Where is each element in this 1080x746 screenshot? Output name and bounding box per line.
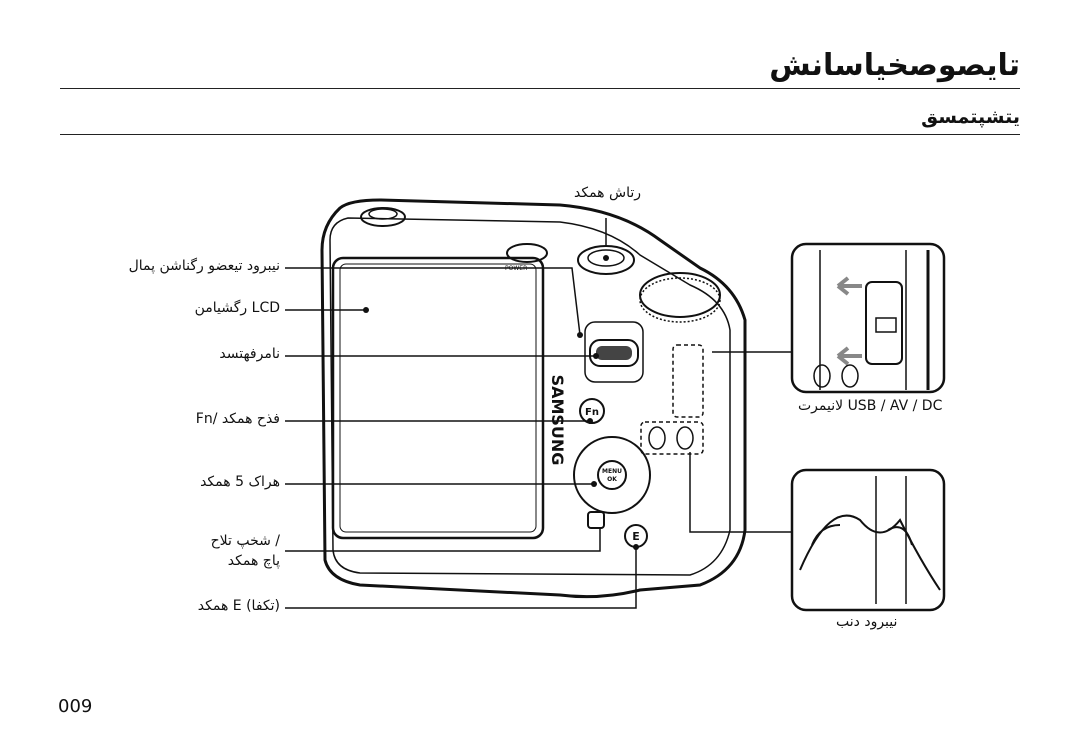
callout-shutter: رتاش همکد <box>574 185 642 201</box>
callout-lcd: LCD رگشیامن <box>194 300 280 316</box>
callout-five-function: هراک 5 همکد <box>200 474 280 490</box>
callout-strap-eyelet: نیبرود دنب <box>836 614 898 630</box>
subtitle-rule <box>60 134 1020 135</box>
callout-play-mode-1: / شخپ تلاح <box>210 533 280 549</box>
camera-body <box>320 198 747 599</box>
play-button <box>587 511 605 529</box>
callout-e-button: (تکفا) E همکد <box>197 598 280 614</box>
zoom-lever <box>589 339 639 367</box>
callout-play-mode-2: پاچ همکد <box>227 553 280 569</box>
top-button <box>360 207 406 227</box>
callout-fn: فذح همکد /Fn <box>195 411 280 427</box>
power-label: POWER <box>505 265 527 272</box>
menu-label: MENU <box>602 468 622 475</box>
page-title: تایصوصخیاسانش <box>769 48 1021 83</box>
ok-label: OK <box>607 476 617 483</box>
fn-label: Fn <box>585 407 599 418</box>
callout-af-lamp: نیبرود تیعضو رگناشن پمال <box>128 258 280 274</box>
terminal-inset <box>790 242 946 394</box>
brand-text: SAMSUNG <box>548 375 567 466</box>
page-number: 009 <box>58 696 93 717</box>
callout-strap: نامرفهتسد <box>219 346 280 362</box>
callout-terminal: USB / AV / DC لانیمرت <box>798 398 943 414</box>
power-button <box>506 243 548 263</box>
title-rule <box>60 88 1020 89</box>
section-subtitle: یتشپتمسق <box>921 106 1020 128</box>
five-way-pad <box>573 436 651 514</box>
mode-dial <box>639 272 721 318</box>
strap-inset <box>790 468 946 612</box>
lcd-screen <box>331 256 545 540</box>
e-label: E <box>632 530 640 543</box>
